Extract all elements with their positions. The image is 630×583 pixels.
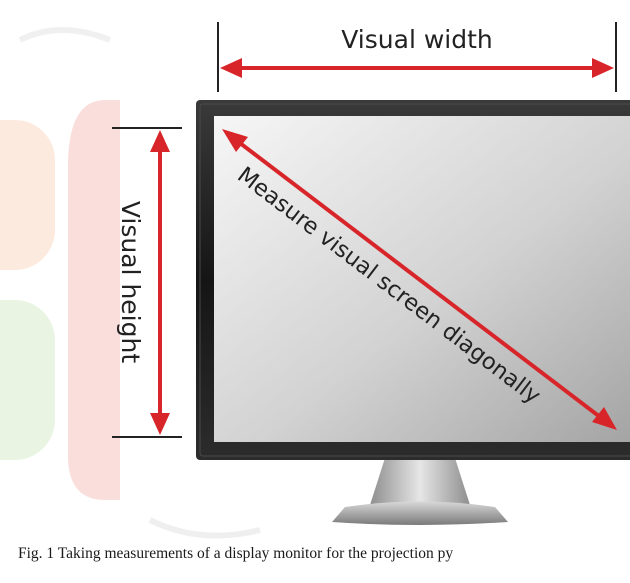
- height-dimension: [112, 127, 182, 438]
- monitor-stand: [332, 458, 508, 525]
- figure-caption: Fig. 1 Taking measurements of a display …: [18, 545, 454, 562]
- width-dimension: [217, 22, 617, 92]
- diagonal-dimension: [222, 129, 617, 430]
- watermark: [0, 27, 261, 539]
- width-label: Visual width: [341, 25, 493, 54]
- height-label: Visual height: [116, 201, 145, 363]
